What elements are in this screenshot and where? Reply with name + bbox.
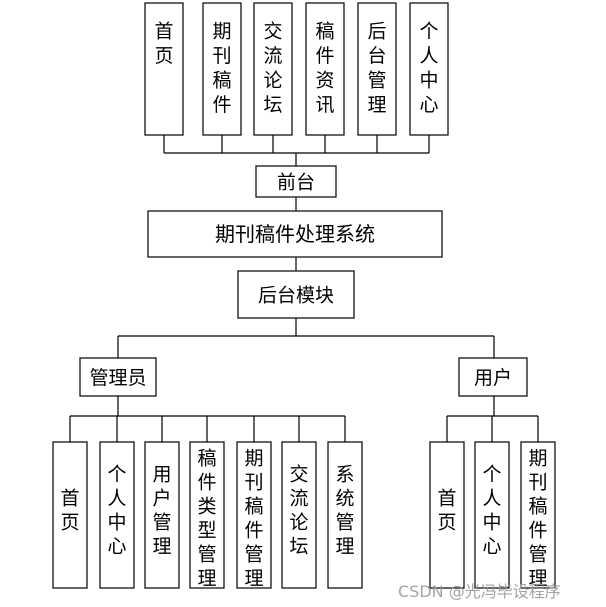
frontend-module-2: 期刊稿件 [202,2,242,136]
admin-module-2-box [99,441,135,589]
frontend-module-6: 个人中心 [409,2,449,136]
user-module-3-box [520,441,556,589]
admin-module-6-label: 交流论坛 [289,463,308,557]
diagram-nodes: 首页期刊稿件交流论坛稿件资讯后台管理个人中心前台期刊稿件处理系统后台模块管理员用… [52,2,556,589]
frontend-module-4-box [305,2,345,136]
admin-module-7: 系统管理 [327,441,363,589]
frontend-module-5-box [357,2,397,136]
user-module-3-label: 期刊稿件管理 [528,447,547,589]
admin-node-box [79,357,157,397]
user-node-box [458,357,528,397]
frontend-module-6-box [409,2,449,136]
backend-node: 后台模块 [237,270,355,319]
admin-module-3-box [144,441,180,589]
system-title-node: 期刊稿件处理系统 [147,210,443,258]
frontend-module-2-label: 期刊稿件 [212,20,231,116]
admin-module-3: 用户管理 [144,441,180,589]
frontend-module-1: 首页 [144,2,184,136]
frontend-node-label: 前台 [277,171,315,193]
frontend-module-3-label: 交流论坛 [263,20,282,116]
user-module-1-box [429,441,465,589]
admin-module-4-label: 稿件类型管理 [197,447,216,589]
admin-module-2-label: 个人中心 [107,463,126,557]
user-node-label: 用户 [474,367,512,389]
frontend-node: 前台 [255,165,337,198]
user-module-1: 首页 [429,441,465,589]
frontend-module-5: 后台管理 [357,2,397,136]
admin-module-4: 稿件类型管理 [189,441,225,589]
admin-module-1-label: 首页 [60,487,79,533]
frontend-module-5-label: 后台管理 [367,20,386,116]
frontend-module-3-box [253,2,293,136]
frontend-module-6-label: 个人中心 [419,20,438,116]
frontend-module-4: 稿件资讯 [305,2,345,136]
admin-node-label: 管理员 [89,367,146,389]
admin-module-4-box [189,441,225,589]
user-module-3: 期刊稿件管理 [520,441,556,589]
backend-node-box [237,270,355,319]
user-module-2-box [474,441,510,589]
frontend-module-4-label: 稿件资讯 [315,20,334,116]
connector-lines [69,135,539,442]
csdn-watermark: CSDN @光冯毕设程序 [398,582,561,601]
admin-module-5: 期刊稿件管理 [236,441,272,589]
frontend-module-1-label: 首页 [154,20,173,66]
admin-node: 管理员 [79,357,157,397]
admin-module-1: 首页 [52,441,88,589]
system-title-node-box [147,210,443,258]
admin-module-1-box [52,441,88,589]
admin-module-7-label: 系统管理 [335,463,354,557]
user-node: 用户 [458,357,528,397]
admin-module-6: 交流论坛 [281,441,317,589]
frontend-module-3: 交流论坛 [253,2,293,136]
frontend-node-box [255,165,337,198]
admin-module-2: 个人中心 [99,441,135,589]
system-title-node-label: 期刊稿件处理系统 [215,222,375,246]
admin-module-3-label: 用户管理 [152,463,171,557]
admin-module-5-box [236,441,272,589]
admin-module-6-box [281,441,317,589]
admin-module-7-box [327,441,363,589]
frontend-module-2-box [202,2,242,136]
user-module-1-label: 首页 [437,487,456,533]
admin-module-5-label: 期刊稿件管理 [244,447,263,589]
user-module-2-label: 个人中心 [482,463,501,557]
user-module-2: 个人中心 [474,441,510,589]
frontend-module-1-box [144,2,184,136]
backend-node-label: 后台模块 [258,284,334,306]
